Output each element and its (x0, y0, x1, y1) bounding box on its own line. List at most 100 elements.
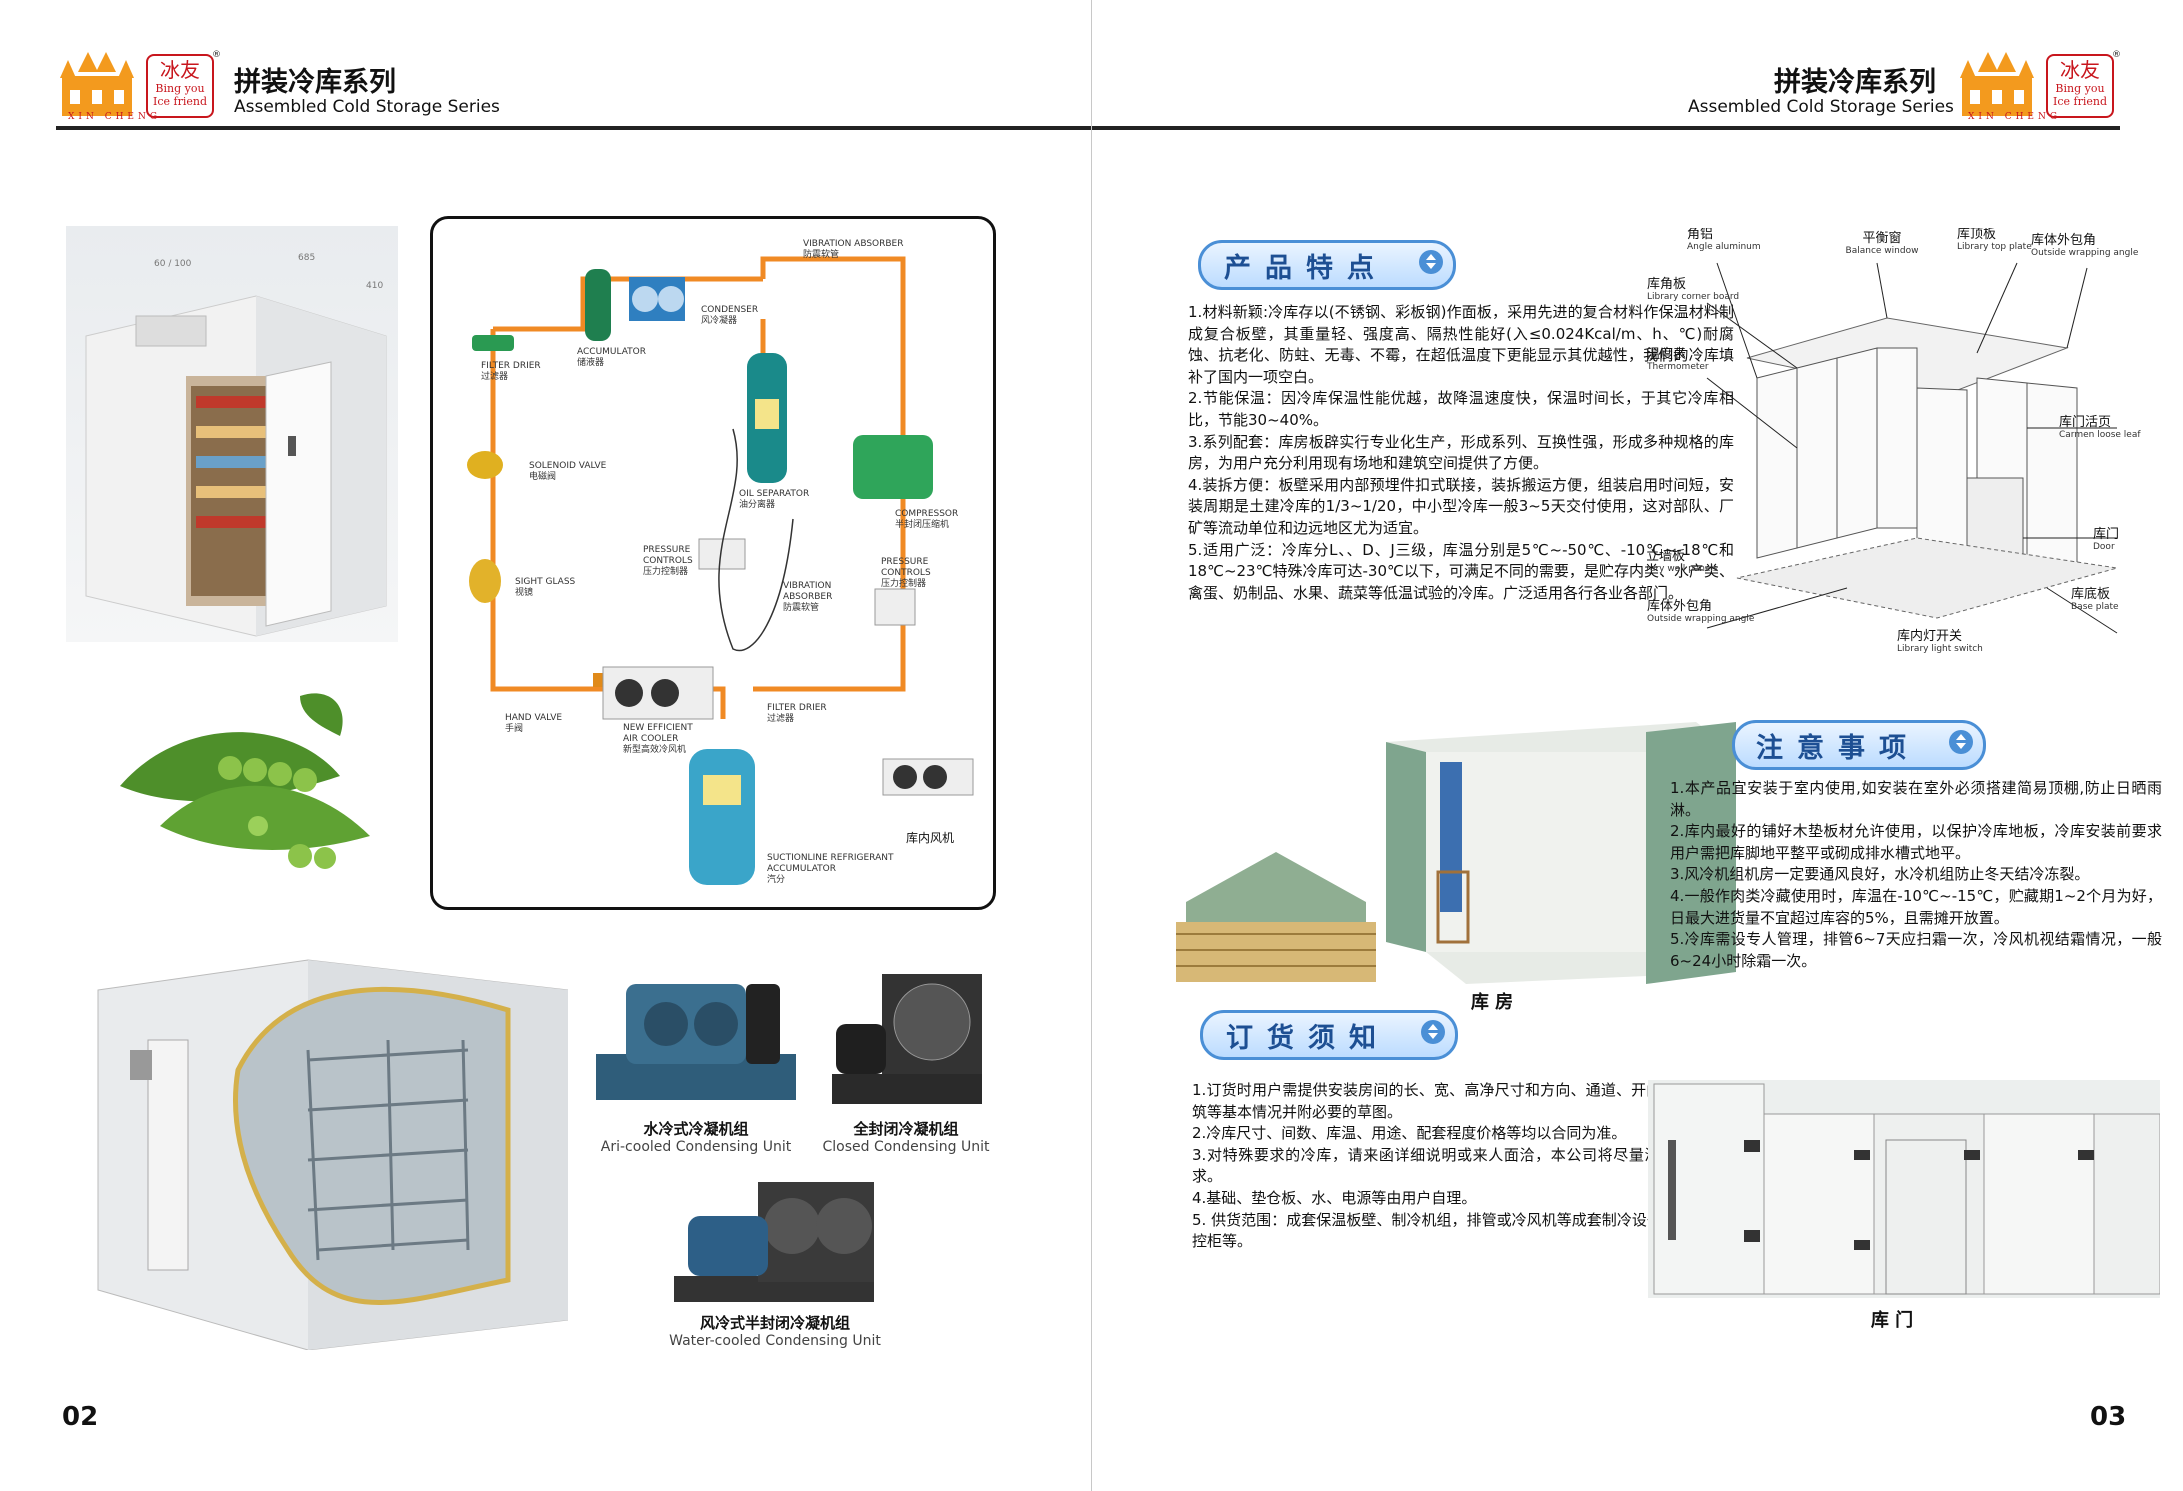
cautions-title-text: 注意事项 (1756, 733, 1920, 764)
compressor-icon (853, 435, 933, 499)
brand-name-en-1-right: Bing you (2055, 82, 2105, 95)
brand-name-cn-right: 冰友 (2060, 58, 2100, 82)
registered-mark: ® (212, 50, 221, 60)
sight-glass-icon (469, 559, 501, 603)
dim-a: 60 / 100 (154, 259, 192, 269)
features-text: 1.材料新颖:冷库存以(不锈钢、彩板钢)作面板，采用先进的复合材料作保温材料制成… (1188, 302, 1734, 604)
struct-label-wall-panels: 库立墙板Library wall panels (1647, 549, 1718, 575)
page-fold (1091, 0, 1092, 1491)
order-2: 2.冷库尺寸、间数、库温、用途、配套程度价格等均以合同为准。 (1192, 1124, 1627, 1143)
walk-in-cold-room-photo: 60 / 100 685 410 (66, 226, 398, 642)
brand-sub-word: XIN CHENG (68, 112, 162, 122)
series-title-en: Assembled Cold Storage Series (234, 97, 500, 117)
page-number-right: 03 (2090, 1402, 2127, 1432)
ordering-title-text: 订货须知 (1226, 1023, 1390, 1054)
header-rule-right (1092, 126, 2120, 130)
caution-1: 1.本产品宜安装于室内使用,如安装在室外必须搭建简易顶棚,防止日晒雨淋。 (1670, 779, 2162, 819)
suction-accumulator-icon (689, 749, 755, 885)
ordering-text: 1.订货时用户需提供安装房间的长、宽、高净尺寸和方向、通道、开门、相邻建筑等基本… (1192, 1080, 1722, 1253)
closed-unit-en: Closed Condensing Unit (822, 1139, 990, 1155)
pressure-controls-2-icon (874, 588, 916, 626)
page-number-left: 02 (62, 1402, 99, 1432)
brand-name-cn: 冰友 (160, 58, 200, 82)
water-cooled-unit-caption: 水冷式冷凝机组 Ari-cooled Condensing Unit (586, 1118, 806, 1155)
left-page: 冰友 Bing you Ice friend ® XIN CHENG 拼装冷库系… (56, 50, 1092, 1432)
cautions-text: 1.本产品宜安装于室内使用,如安装在室外必须搭建简易顶棚,防止日晒雨淋。 2.库… (1670, 778, 2162, 972)
air-cooled-unit-caption: 风冷式半封闭冷凝机组 Water-cooled Condensing Unit (655, 1312, 895, 1349)
series-title-cn: 拼装冷库系列 (234, 67, 396, 98)
order-1: 1.订货时用户需提供安装房间的长、宽、高净尺寸和方向、通道、开门、相邻建筑等基本… (1192, 1081, 1722, 1121)
cold-room-panels-photo (1176, 722, 1736, 984)
filter-drier-icon (472, 335, 514, 351)
air-cooled-unit-cn: 风冷式半封闭冷凝机组 (699, 1314, 850, 1332)
feature-4: 4.装拆方便：板壁采用内部预埋件扣式联接，装拆搬运方便，组装启用时间短，安装周期… (1188, 475, 1734, 537)
door-caption: 库 门 (1870, 1310, 1914, 1331)
registered-mark-right: ® (2112, 50, 2121, 60)
dim-b: 685 (298, 253, 315, 263)
dim-c: 410 (366, 281, 383, 291)
green-peas-photo (100, 676, 390, 872)
features-title-text: 产品特点 (1224, 253, 1388, 284)
caution-3: 3.风冷机组机房一定要通风良好，水冷机组防止冬天结冷冻裂。 (1670, 865, 2090, 884)
water-cooled-unit-en: Ari-cooled Condensing Unit (600, 1139, 792, 1155)
feature-2: 2.节能保温：因冷库保温性能优越，故降温速度快，保温时间长，于其它冷库相比，节能… (1188, 389, 1734, 429)
castle-logo-icon (60, 52, 134, 116)
caution-5: 5.冷库需设专人管理，排管6~7天应扫霜一次，冷风机视结霜情况，一般6~24小时… (1670, 930, 2162, 970)
brand-name-en-1: Bing you (155, 82, 205, 95)
castle-logo-icon (1960, 52, 2034, 116)
cold-room-cutaway-photo (88, 950, 568, 1350)
series-title-en-right: Assembled Cold Storage Series (1688, 97, 1954, 117)
order-5: 5. 供货范围：成套保温板壁、制冷机组，排管或冷风机等成套制冷设备，以及电控柜等… (1192, 1210, 1722, 1251)
brand-sub-word-right: XIN CHENG (1968, 112, 2062, 122)
water-cooled-unit-photo (586, 964, 806, 1120)
feature-5: 5.适用广泛：冷库分L、、D、J三级，库温分别是5℃~-50℃、-10℃~-18… (1188, 540, 1734, 602)
diag-fan-caption: 库内风机 (905, 831, 954, 845)
room-caption: 库 房 (1470, 992, 1514, 1013)
caution-4: 4.一般作肉类冷藏使用时，库温在-10℃~-15℃，贮藏期1~2个月为好，日最大… (1670, 886, 2162, 927)
closed-unit-cn: 全封闭冷凝机组 (853, 1120, 959, 1138)
brand-logo-right: 冰友 Bing you Ice friend ® (1958, 50, 2121, 122)
order-3: 3.对特殊要求的冷库，请来函详细说明或来人面洽，本公司将尽量满足用户要求。 (1192, 1145, 1722, 1186)
updown-arrow-icon (1949, 730, 1973, 754)
header-rule (56, 126, 1092, 130)
cautions-title: 注意事项 (1732, 720, 1986, 770)
solenoid-valve-icon (467, 451, 503, 479)
brand-name-en-2-right: Ice friend (2053, 95, 2107, 108)
ordering-title: 订货须知 (1200, 1010, 1458, 1060)
caution-2: 2.库内最好的铺好木垫板材允许使用，以保护冷库地板，冷库安装前要求用户需把库脚地… (1670, 822, 2162, 862)
accumulator-icon (585, 269, 611, 341)
series-title-cn-right: 拼装冷库系列 (1774, 67, 1936, 98)
feature-1: 1.材料新颖:冷库存以(不锈钢、彩板钢)作面板，采用先进的复合材料作保温材料制成… (1188, 303, 1734, 386)
brand-box: 冰友 Bing you Ice friend (146, 54, 214, 118)
closed-unit-caption: 全封闭冷凝机组 Closed Condensing Unit (806, 1118, 1006, 1155)
features-title: 产品特点 (1198, 240, 1456, 290)
brand-box-right: 冰友 Bing you Ice friend (2046, 54, 2114, 118)
air-cooled-unit-photo (668, 1176, 882, 1310)
closed-unit-photo (822, 964, 990, 1120)
air-cooled-unit-en: Water-cooled Condensing Unit (669, 1333, 881, 1349)
